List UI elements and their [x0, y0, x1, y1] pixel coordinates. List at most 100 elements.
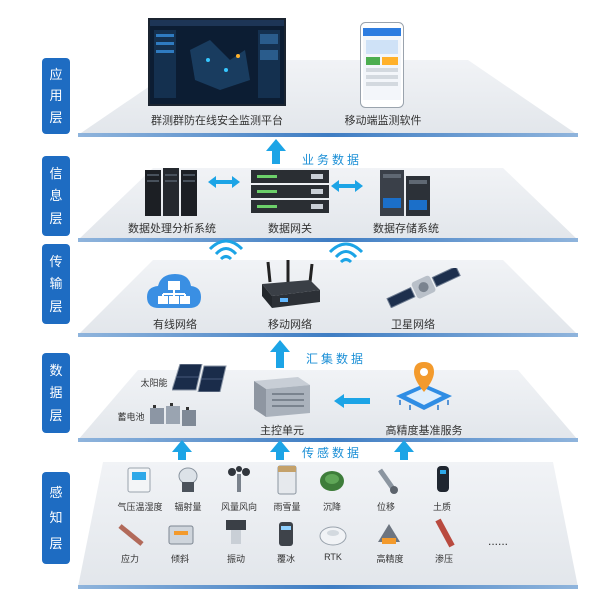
- mobile-app-label: 移动端监测软件: [344, 115, 422, 127]
- more-sensors-ellipsis: ......: [487, 534, 508, 548]
- layer-char: 层: [49, 535, 63, 551]
- information-tier-edge: [78, 238, 578, 242]
- sensor-label: 位移: [376, 502, 395, 512]
- battery-label: 蓄电池: [117, 412, 145, 422]
- gateway-label: 数据网关: [268, 223, 312, 235]
- layer-char: 层: [49, 407, 63, 423]
- transmission-tier-edge: [78, 333, 578, 337]
- layer-char: 感: [49, 484, 63, 500]
- sensor-label: 风量风向: [220, 502, 257, 512]
- battery-pack-icon: [150, 403, 196, 426]
- layer-badge-transmission: 传 输 层: [42, 244, 70, 324]
- analysis-label: 数据处理分析系统: [128, 223, 216, 235]
- sensor-label: 覆冰: [276, 554, 295, 564]
- layer-char: 数: [49, 362, 63, 378]
- layer-char: 信: [49, 165, 63, 181]
- router-graphic: [262, 260, 320, 308]
- aggregate-flow-label: 汇集数据: [306, 352, 367, 366]
- wifi-signal-left-icon: [208, 239, 244, 261]
- layer-char: 应: [49, 66, 63, 82]
- gateway-image: [251, 168, 329, 216]
- layer-char: 据: [49, 385, 63, 400]
- cloud-network-icon: [147, 274, 201, 308]
- sensor-label: 高精度: [376, 554, 404, 564]
- temp-humidity-sensor-icon: [127, 467, 151, 493]
- radiation-sensor-icon: [178, 467, 198, 492]
- sensor-label: 沉降: [322, 502, 341, 512]
- dashboard-graphic: [150, 20, 284, 98]
- sensor-label: 应力: [120, 554, 139, 564]
- sensor-label: 雨雪量: [273, 502, 301, 512]
- sensing-flow-arrow-shaft-1: [178, 450, 186, 460]
- settlement-sensor-icon: [320, 471, 344, 491]
- gnss-service-label: 高精度基准服务: [385, 425, 463, 437]
- mobile-router-image: [258, 260, 322, 312]
- layer-char: 知: [49, 510, 63, 525]
- layer-badge-perception: 感 知 层: [42, 472, 70, 564]
- sensor-label: 辐射量: [174, 502, 202, 512]
- sensor-label: 振动: [226, 554, 245, 564]
- control-unit-label: 主控单元: [260, 425, 304, 437]
- double-arrow-left-icon: [208, 176, 240, 188]
- high-precision-receiver-icon: [378, 524, 400, 544]
- mobile-network-label: 移动网络: [268, 319, 312, 331]
- storage-label: 数据存储系统: [373, 223, 439, 235]
- sensor-label: RTK: [324, 552, 342, 562]
- sensor-label: 渗压: [434, 554, 453, 564]
- layer-char: 用: [49, 88, 63, 103]
- business-flow-label: 业务数据: [302, 153, 363, 167]
- satellite-icon: [386, 268, 461, 308]
- aggregate-flow-arrow-head: [270, 340, 290, 352]
- platform-label: 群测群防在线安全监测平台: [151, 115, 283, 127]
- application-tier-edge: [78, 133, 578, 137]
- mobile-app-image: [360, 22, 404, 108]
- satellite-network-label: 卫星网络: [391, 319, 435, 331]
- arrow-left-icon: [334, 394, 370, 408]
- rtk-antenna-icon: [319, 526, 347, 546]
- platform-dashboard-image: [148, 18, 286, 106]
- layer-char: 层: [49, 210, 63, 226]
- control-box-graphic: [254, 377, 310, 417]
- layer-badge-information: 信 息 层: [42, 156, 70, 236]
- solar-panel-icon: [172, 364, 227, 392]
- business-flow-arrow-shaft: [272, 150, 280, 164]
- storage-servers-image: [378, 168, 434, 218]
- sensor-label: 土质: [432, 502, 451, 512]
- sensing-flow-arrow-head-3: [394, 440, 414, 452]
- data-tier-edge: [78, 438, 578, 442]
- rain-gauge-icon: [277, 465, 297, 495]
- tilt-sensor-icon: [168, 525, 194, 545]
- control-unit-image: [252, 375, 312, 419]
- layer-char: 息: [49, 188, 63, 203]
- double-arrow-right-icon: [331, 180, 363, 192]
- sensing-flow-arrow-shaft-3: [400, 450, 408, 460]
- sensing-flow-label: 传感数据: [302, 446, 363, 460]
- layer-badge-data: 数 据 层: [42, 353, 70, 433]
- gnss-chip-location-icon: [396, 362, 452, 410]
- seepage-pressure-sensor-icon: [435, 518, 455, 548]
- icing-sensor-icon: [279, 522, 293, 546]
- sensor-label: 气压温湿度: [117, 502, 163, 512]
- wired-network-label: 有线网络: [153, 319, 197, 331]
- wind-sensor-icon: [228, 466, 250, 492]
- perception-tier-edge: [78, 585, 578, 589]
- storage-graphic: [380, 170, 430, 216]
- business-flow-arrow-head: [266, 139, 286, 151]
- soil-sensor-icon: [437, 466, 449, 492]
- layer-char: 层: [49, 109, 63, 125]
- server-rack-graphic: [145, 168, 197, 216]
- gateway-graphic: [251, 170, 329, 213]
- stress-sensor-icon: [118, 524, 144, 546]
- layer-char: 传: [49, 253, 63, 269]
- data-tier-plate: [78, 370, 578, 440]
- aggregate-flow-arrow-shaft: [276, 352, 284, 368]
- analysis-servers-image: [143, 166, 199, 218]
- layer-char: 输: [49, 276, 63, 291]
- sensing-flow-arrow-head-2: [270, 440, 290, 452]
- sensing-flow-arrow-shaft-2: [276, 450, 284, 460]
- wifi-signal-right-icon: [328, 242, 364, 264]
- layer-char: 层: [49, 298, 63, 314]
- vibration-sensor-icon: [226, 520, 246, 544]
- displacement-sensor-icon: [377, 468, 398, 494]
- sensing-flow-arrow-head-1: [172, 440, 192, 452]
